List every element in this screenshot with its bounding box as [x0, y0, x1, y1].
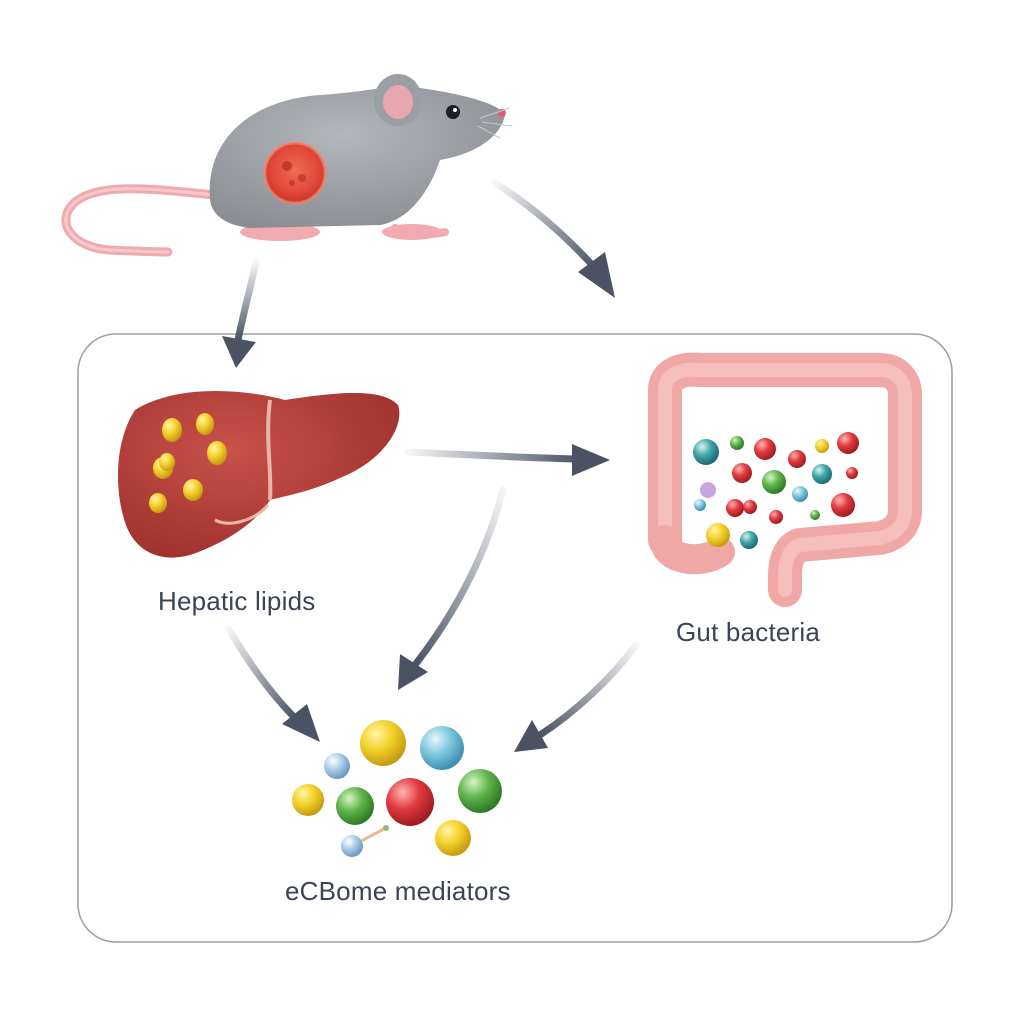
arrow-center-to-mediators: [398, 486, 507, 690]
arrow-liver-to-mediators: [224, 624, 320, 742]
label-ecbome-mediators: eCBome mediators: [285, 876, 511, 906]
arrow-gut-to-mediators: [514, 641, 640, 752]
tumor-icon: [263, 141, 327, 205]
panel-frame: [77, 333, 953, 943]
mouse-icon: [61, 74, 513, 257]
lipid-droplets: [149, 413, 227, 513]
molecule-cluster-icon: [292, 720, 502, 857]
arrow-mouse-to-liver: [222, 258, 260, 368]
liver-icon: [117, 390, 400, 558]
arrow-mouse-to-gut: [491, 179, 615, 298]
label-hepatic-lipids: Hepatic lipids: [158, 586, 316, 616]
arrow-liver-to-gut: [404, 444, 610, 476]
intestine-icon: [648, 352, 922, 607]
label-gut-bacteria: Gut bacteria: [676, 617, 821, 647]
bacteria-cluster: [693, 432, 859, 549]
